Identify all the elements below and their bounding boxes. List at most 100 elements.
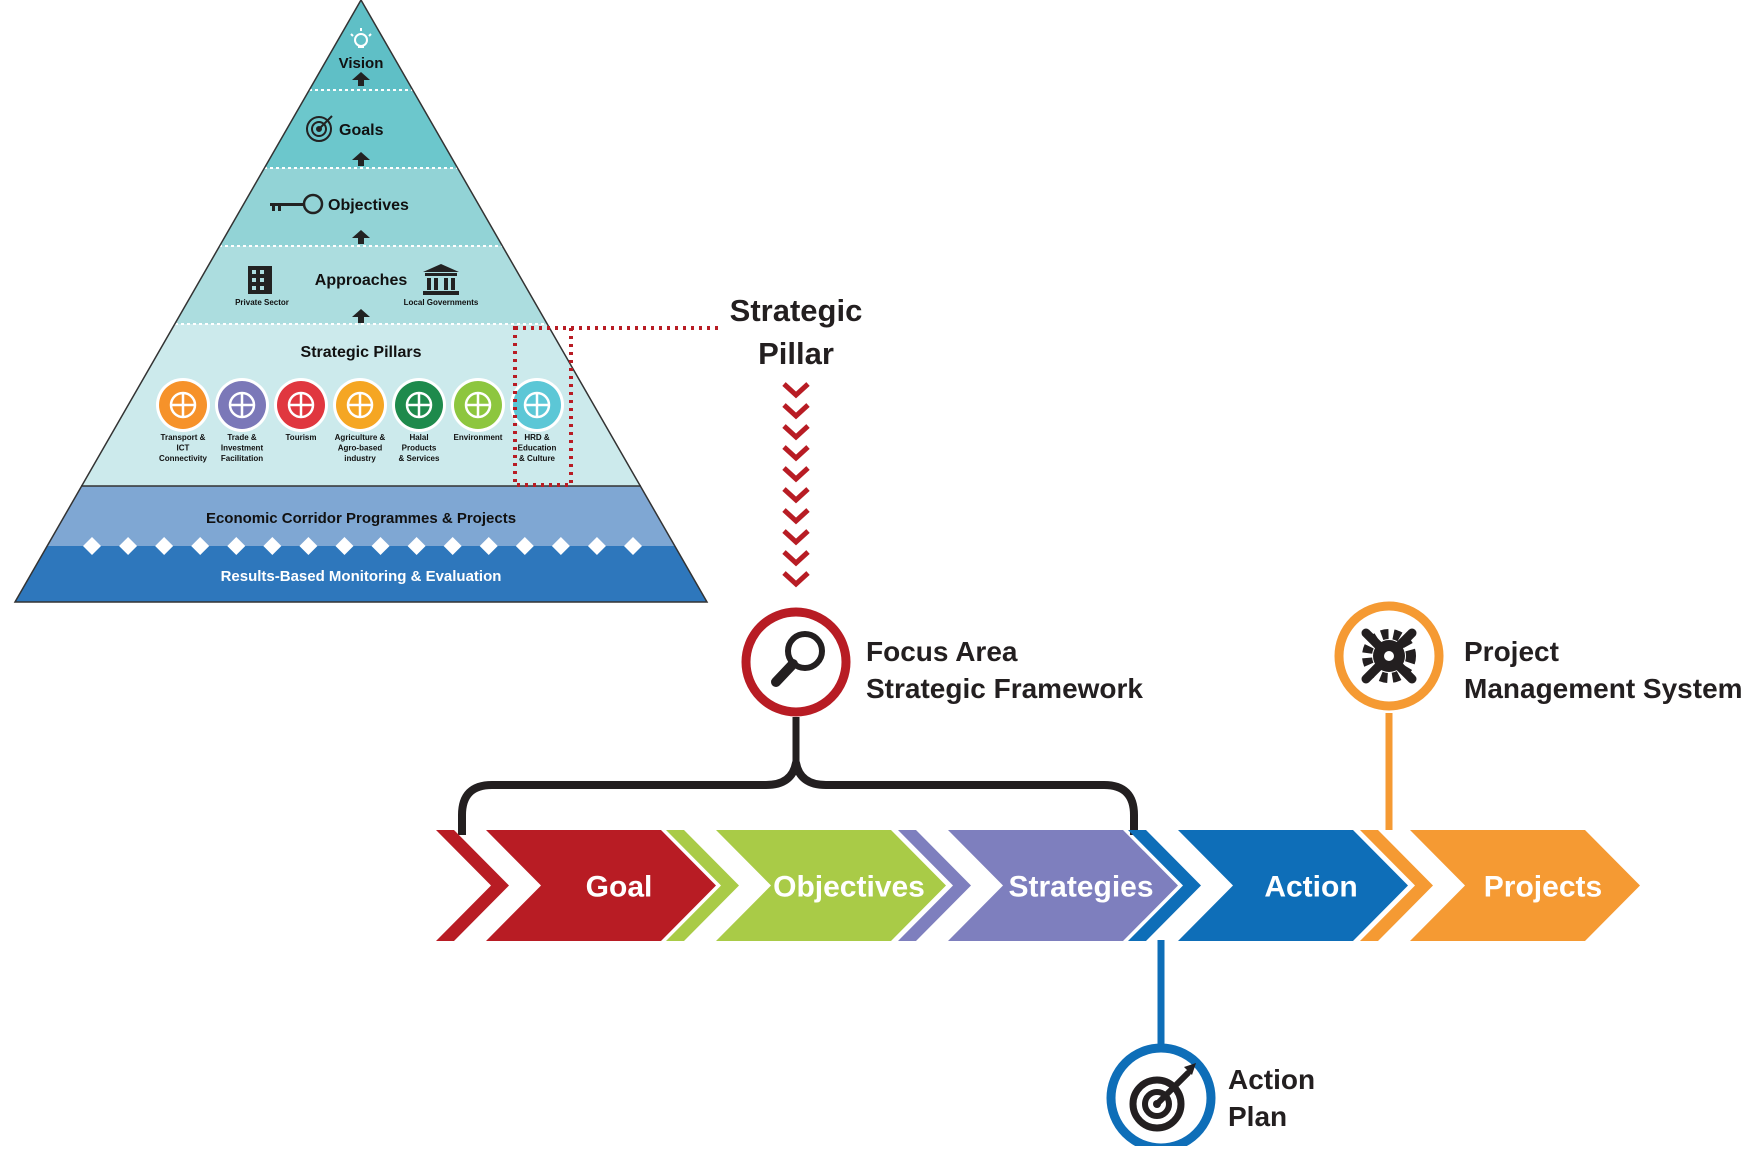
pillar-label: Products: [402, 444, 437, 453]
chevron-label: Action: [1264, 871, 1357, 904]
pillar-label: Agriculture &: [335, 433, 386, 442]
pillar-item: Environment: [451, 378, 505, 442]
pillar-highlight-box: [513, 326, 573, 487]
chevron-body: [1410, 830, 1640, 941]
chevron-goal: Goal: [436, 830, 716, 941]
framework-brace: [458, 759, 1138, 835]
leaf-icon: [464, 391, 492, 419]
action-plan-node: [1106, 940, 1216, 1151]
chevron-label: Goal: [586, 871, 653, 904]
diamond-marker: [443, 537, 462, 555]
chevron-body: [1178, 830, 1408, 941]
goals-label: Goals: [339, 122, 384, 139]
strategic-pillar-title: Strategic: [730, 293, 863, 328]
action-plan-title: Action: [1228, 1064, 1315, 1095]
pillar-label: Investment: [221, 444, 264, 453]
vision-label: Vision: [339, 55, 384, 72]
dollar-exchange-icon: [228, 391, 256, 419]
diamond-marker: [299, 537, 318, 555]
down-chevron-icon: [782, 571, 810, 588]
diamond-marker: [83, 537, 101, 555]
strategic-pillars-label: Strategic Pillars: [301, 344, 422, 361]
pyramid-outline: [13, 0, 709, 603]
diamond-row: [83, 537, 642, 555]
chevron-stripe: [1128, 830, 1201, 941]
pillar-label: Facilitation: [221, 454, 263, 463]
arrow-up-icon: [352, 309, 370, 323]
pillar-label: Connectivity: [159, 454, 208, 463]
programmes-band: [15, 486, 707, 546]
programmes-label: Economic Corridor Programmes & Projects: [206, 510, 516, 527]
chevron-action: Action: [1128, 830, 1408, 941]
pillar-label: Trade &: [227, 433, 257, 442]
pillar-label: industry: [344, 454, 376, 463]
arrow-up-icon: [352, 230, 370, 244]
down-chevron-icon: [782, 445, 810, 462]
chevron-stripe: [436, 830, 509, 941]
down-chevron-icon: [782, 529, 810, 546]
down-chevron-icon: [782, 508, 810, 525]
pillar-label: ICT: [177, 444, 190, 453]
chevron-body: [948, 830, 1178, 941]
diamond-marker: [155, 537, 174, 555]
diamond-marker: [119, 537, 138, 555]
gear-wrench-icon: [1361, 628, 1417, 684]
down-chevron-icon: [782, 466, 810, 483]
private-sector-label: Private Sector: [235, 298, 289, 307]
down-chevron-icon: [782, 424, 810, 441]
monitoring-band: [15, 546, 707, 602]
focus-area-node: [741, 607, 851, 717]
tractor-icon: [346, 391, 374, 419]
diamond-marker: [263, 537, 282, 555]
chevron-label: Projects: [1484, 871, 1602, 904]
diamond-marker: [515, 537, 534, 555]
diamond-marker: [624, 537, 642, 555]
action-plan-subtitle: Plan: [1228, 1101, 1287, 1132]
magnifier-icon: [771, 631, 825, 687]
diamond-marker: [587, 537, 606, 555]
pillar-label: Education: [518, 444, 557, 453]
arrow-up-icon: [352, 72, 370, 86]
pillar-label: & Culture: [519, 454, 556, 463]
pillar-label: Tourism: [286, 433, 317, 442]
chevron-body: [486, 830, 716, 941]
pillar-label: Environment: [454, 433, 503, 442]
chevron-label: Objectives: [773, 871, 925, 904]
diamond-marker: [551, 537, 570, 555]
focus-area-subtitle: Strategic Framework: [866, 673, 1143, 704]
chevron-strategies: Strategies: [898, 830, 1178, 941]
chevron-stripe: [1360, 830, 1433, 941]
diamond-marker: [335, 537, 354, 555]
pillar-label: Halal: [409, 433, 428, 442]
target-icon: [306, 115, 333, 142]
pillar-label: HRD &: [524, 433, 550, 442]
pillar-item: HRD & Education& Culture: [510, 378, 564, 463]
key-icon: [270, 193, 324, 215]
band-dividers: [175, 89, 547, 325]
project-management-subtitle: Management System: [1464, 673, 1743, 704]
arrow-up-icon: [352, 152, 370, 166]
lightbulb-icon: [350, 28, 372, 48]
pyramid: Vision Goals Objectives Private Sec: [13, 0, 709, 603]
down-chevron-icon: [782, 550, 810, 567]
strategic-pillar-subtitle: Pillar: [758, 336, 834, 371]
people-icon: [523, 391, 551, 419]
diamond-marker: [227, 537, 246, 555]
diamond-marker: [191, 537, 210, 555]
chevron-stripe: [898, 830, 971, 941]
down-chevron-icon: [782, 382, 810, 399]
pillar-label: & Services: [399, 454, 440, 463]
down-chevron-icon: [782, 487, 810, 504]
pillar-label: Transport &: [161, 433, 206, 442]
focus-area-title: Focus Area: [866, 636, 1018, 667]
bullseye-arrow-icon: [1129, 1063, 1196, 1132]
project-management-node: [1334, 601, 1444, 830]
local-governments-label: Local Governments: [404, 298, 479, 307]
